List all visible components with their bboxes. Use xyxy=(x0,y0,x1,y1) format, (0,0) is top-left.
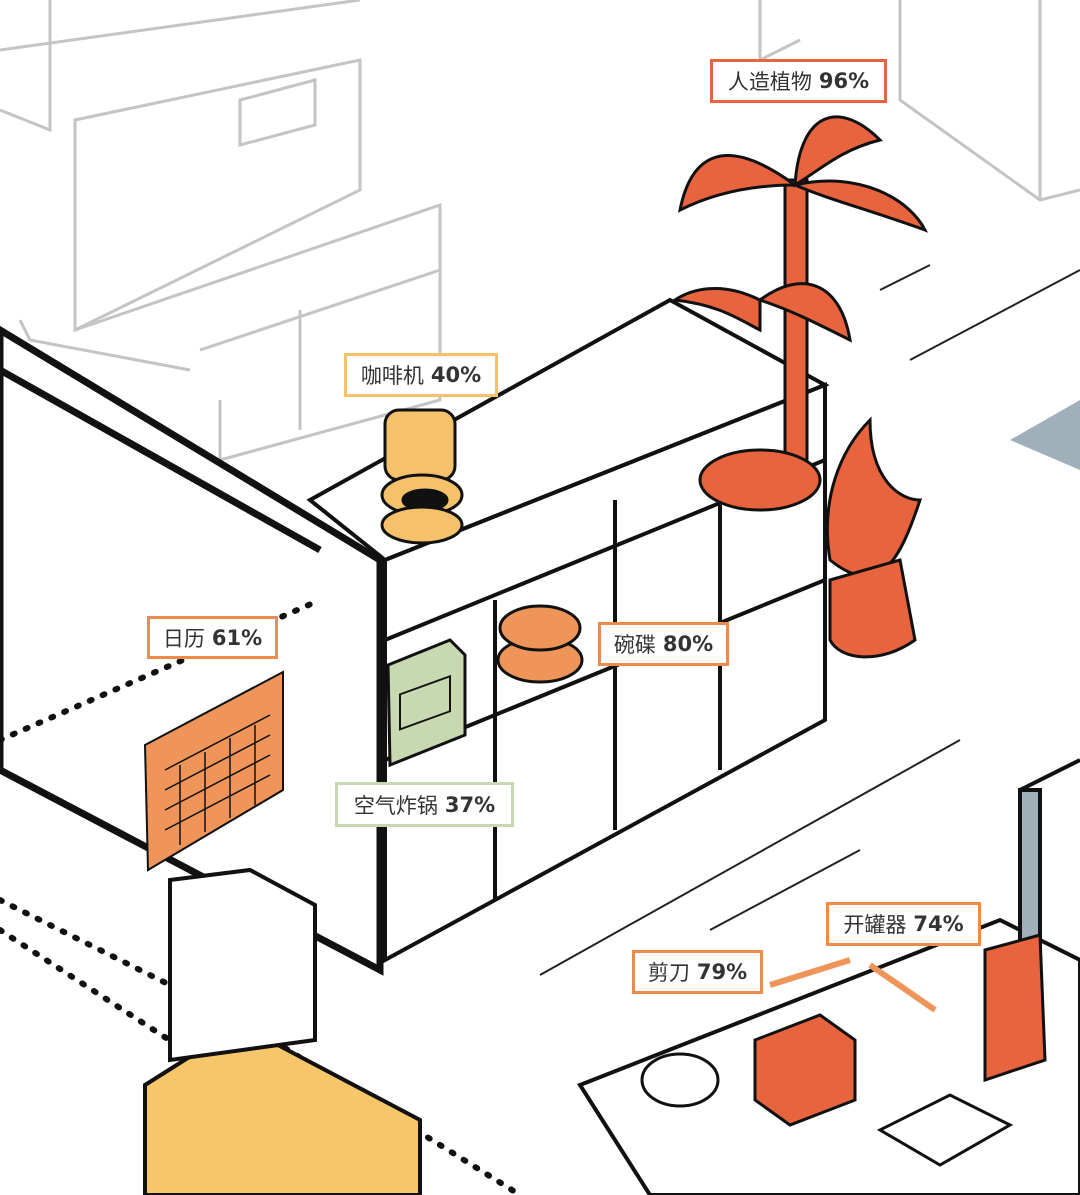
label-score: 37% xyxy=(444,792,496,817)
label-name: 碗碟 xyxy=(613,633,656,657)
plant-object xyxy=(670,115,929,659)
counter-items xyxy=(640,933,1047,1167)
label-name: 人造植物 xyxy=(727,70,812,94)
safe-object xyxy=(143,867,422,1195)
label-name: 剪刀 xyxy=(647,961,690,985)
label-score: 74% xyxy=(913,912,964,936)
label-name: 空气炸锅 xyxy=(353,793,438,818)
label-score: 79% xyxy=(696,960,748,984)
label-score: 61% xyxy=(211,625,263,650)
calendar-object xyxy=(143,670,284,872)
label-score: 80% xyxy=(662,632,714,656)
label-name: 开罐器 xyxy=(843,913,907,937)
label-score: 96% xyxy=(818,69,870,93)
coffee-maker-object xyxy=(380,408,464,545)
bowls-object xyxy=(496,604,584,684)
air-fryer-object xyxy=(386,638,467,768)
label-name: 日历 xyxy=(162,626,205,651)
label-score: 40% xyxy=(430,363,482,387)
background-tv-cabinet xyxy=(0,0,1080,462)
floor-lines xyxy=(539,264,1080,976)
floor-rug xyxy=(1010,400,1080,470)
label-name: 咖啡机 xyxy=(360,364,424,388)
